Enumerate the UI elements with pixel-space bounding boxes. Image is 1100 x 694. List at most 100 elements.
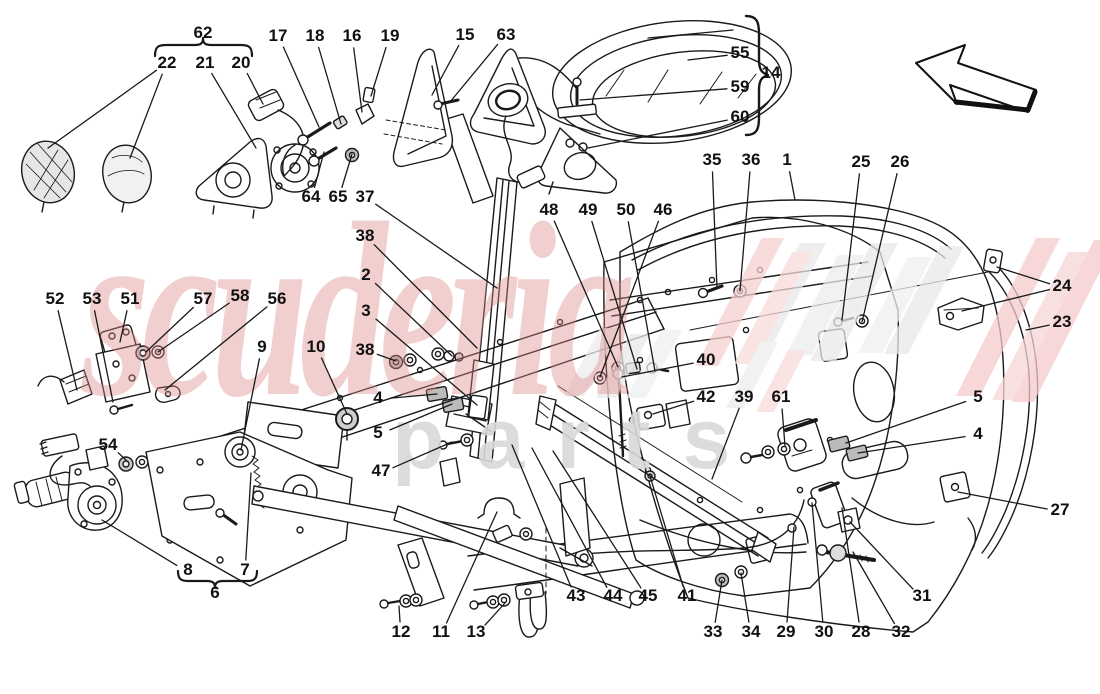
leader-line-38 xyxy=(377,354,396,361)
leader-line-17 xyxy=(283,47,319,127)
callout-40: 40 xyxy=(696,350,716,369)
callout-11: 11 xyxy=(432,622,450,641)
leader-line-41 xyxy=(650,476,683,587)
bracket-62 xyxy=(155,38,252,56)
callout-57: 57 xyxy=(193,289,213,308)
callout-23: 23 xyxy=(1052,312,1072,331)
leader-line-24 xyxy=(962,290,1049,311)
callout-4: 4 xyxy=(373,388,383,407)
callout-28: 28 xyxy=(851,622,871,641)
mirror-leader-line xyxy=(648,30,733,38)
callout-38: 38 xyxy=(355,226,375,245)
leader-line-5 xyxy=(846,402,966,444)
leader-line-28 xyxy=(842,508,859,622)
leader-line-57 xyxy=(146,307,193,352)
leader-line-64 xyxy=(315,152,325,187)
leader-line-56 xyxy=(165,307,267,390)
callout-5: 5 xyxy=(373,423,383,442)
direction-arrow xyxy=(916,45,1036,112)
callout-51: 51 xyxy=(120,289,140,308)
leader-line-1 xyxy=(790,172,795,200)
callout-26: 26 xyxy=(890,152,910,171)
callout-7: 7 xyxy=(240,560,250,579)
leader-line-3 xyxy=(376,319,477,405)
leader-line-34 xyxy=(741,573,749,622)
callout-3: 3 xyxy=(361,301,371,320)
leader-line-46 xyxy=(600,221,658,377)
leader-line-10 xyxy=(322,358,348,414)
leader-line-61 xyxy=(782,409,785,446)
callout-45: 45 xyxy=(638,586,658,605)
leader-line-58 xyxy=(158,303,229,352)
leader-line-23 xyxy=(1026,325,1049,330)
leader-line-47 xyxy=(393,442,452,468)
callout-64: 64 xyxy=(301,187,321,206)
leader-line-38 xyxy=(374,245,477,348)
callout-4: 4 xyxy=(973,424,983,443)
leader-line-26 xyxy=(862,174,897,322)
callout-56: 56 xyxy=(267,289,287,308)
callout-19: 19 xyxy=(380,26,400,45)
leader-line-50 xyxy=(628,222,655,371)
leader-line-36 xyxy=(740,172,750,291)
callout-6: 6 xyxy=(210,583,220,602)
leader-line-7 xyxy=(246,473,251,560)
callout-39: 39 xyxy=(734,387,754,406)
leader-line-32 xyxy=(853,552,894,624)
leader-line-43 xyxy=(512,445,571,587)
leader-line-44 xyxy=(532,448,607,587)
leader-line-21 xyxy=(212,73,256,148)
speaker-assembly xyxy=(15,88,319,218)
callout-63: 63 xyxy=(496,25,516,44)
callout-17: 17 xyxy=(268,26,288,45)
callout-1: 1 xyxy=(782,150,792,169)
callout-41: 41 xyxy=(677,586,697,605)
leader-line-25 xyxy=(842,174,859,320)
callout-22: 22 xyxy=(157,53,177,72)
callout-5: 5 xyxy=(973,387,983,406)
callout-21: 21 xyxy=(195,53,215,72)
leader-line-31 xyxy=(850,522,913,589)
leader-line-39 xyxy=(712,408,739,479)
callout-62: 62 xyxy=(193,23,213,42)
callout-46: 46 xyxy=(653,200,673,219)
callout-12: 12 xyxy=(391,622,411,641)
callout-42: 42 xyxy=(696,387,716,406)
callout-58: 58 xyxy=(230,286,250,305)
leader-line-59 xyxy=(580,89,727,100)
leader-line-29 xyxy=(787,527,794,622)
leader-line-13 xyxy=(485,603,505,625)
callout-38: 38 xyxy=(355,340,375,359)
bracket-6 xyxy=(178,571,257,588)
leader-line-33 xyxy=(715,580,722,622)
callout-9: 9 xyxy=(257,337,267,356)
callout-55: 55 xyxy=(730,43,750,62)
leader-line-42 xyxy=(653,401,694,414)
leader-line-4 xyxy=(391,394,437,398)
leader-line-12 xyxy=(399,606,400,622)
leader-line-51 xyxy=(120,311,127,342)
brace-14 xyxy=(746,16,768,135)
callout-49: 49 xyxy=(578,200,598,219)
callout-30: 30 xyxy=(814,622,834,641)
leader-line-30 xyxy=(812,503,823,622)
callout-36: 36 xyxy=(741,150,761,169)
leader-line-24 xyxy=(997,267,1050,284)
callout-53: 53 xyxy=(82,289,102,308)
leader-line-53 xyxy=(95,311,113,402)
callout-16: 16 xyxy=(342,26,362,45)
callout-13: 13 xyxy=(466,622,486,641)
leader-line-63 xyxy=(450,44,498,102)
window-triangle-panels xyxy=(356,49,546,203)
leader-line-22 xyxy=(48,70,156,148)
leader-line-65 xyxy=(342,154,352,188)
leader-line-15 xyxy=(432,46,459,95)
leader-line-8 xyxy=(102,520,177,565)
leader-line-22 xyxy=(130,74,162,158)
callout-48: 48 xyxy=(539,200,559,219)
callout-31: 31 xyxy=(912,586,932,605)
leader-line-11 xyxy=(447,512,498,623)
callout-52: 52 xyxy=(45,289,65,308)
